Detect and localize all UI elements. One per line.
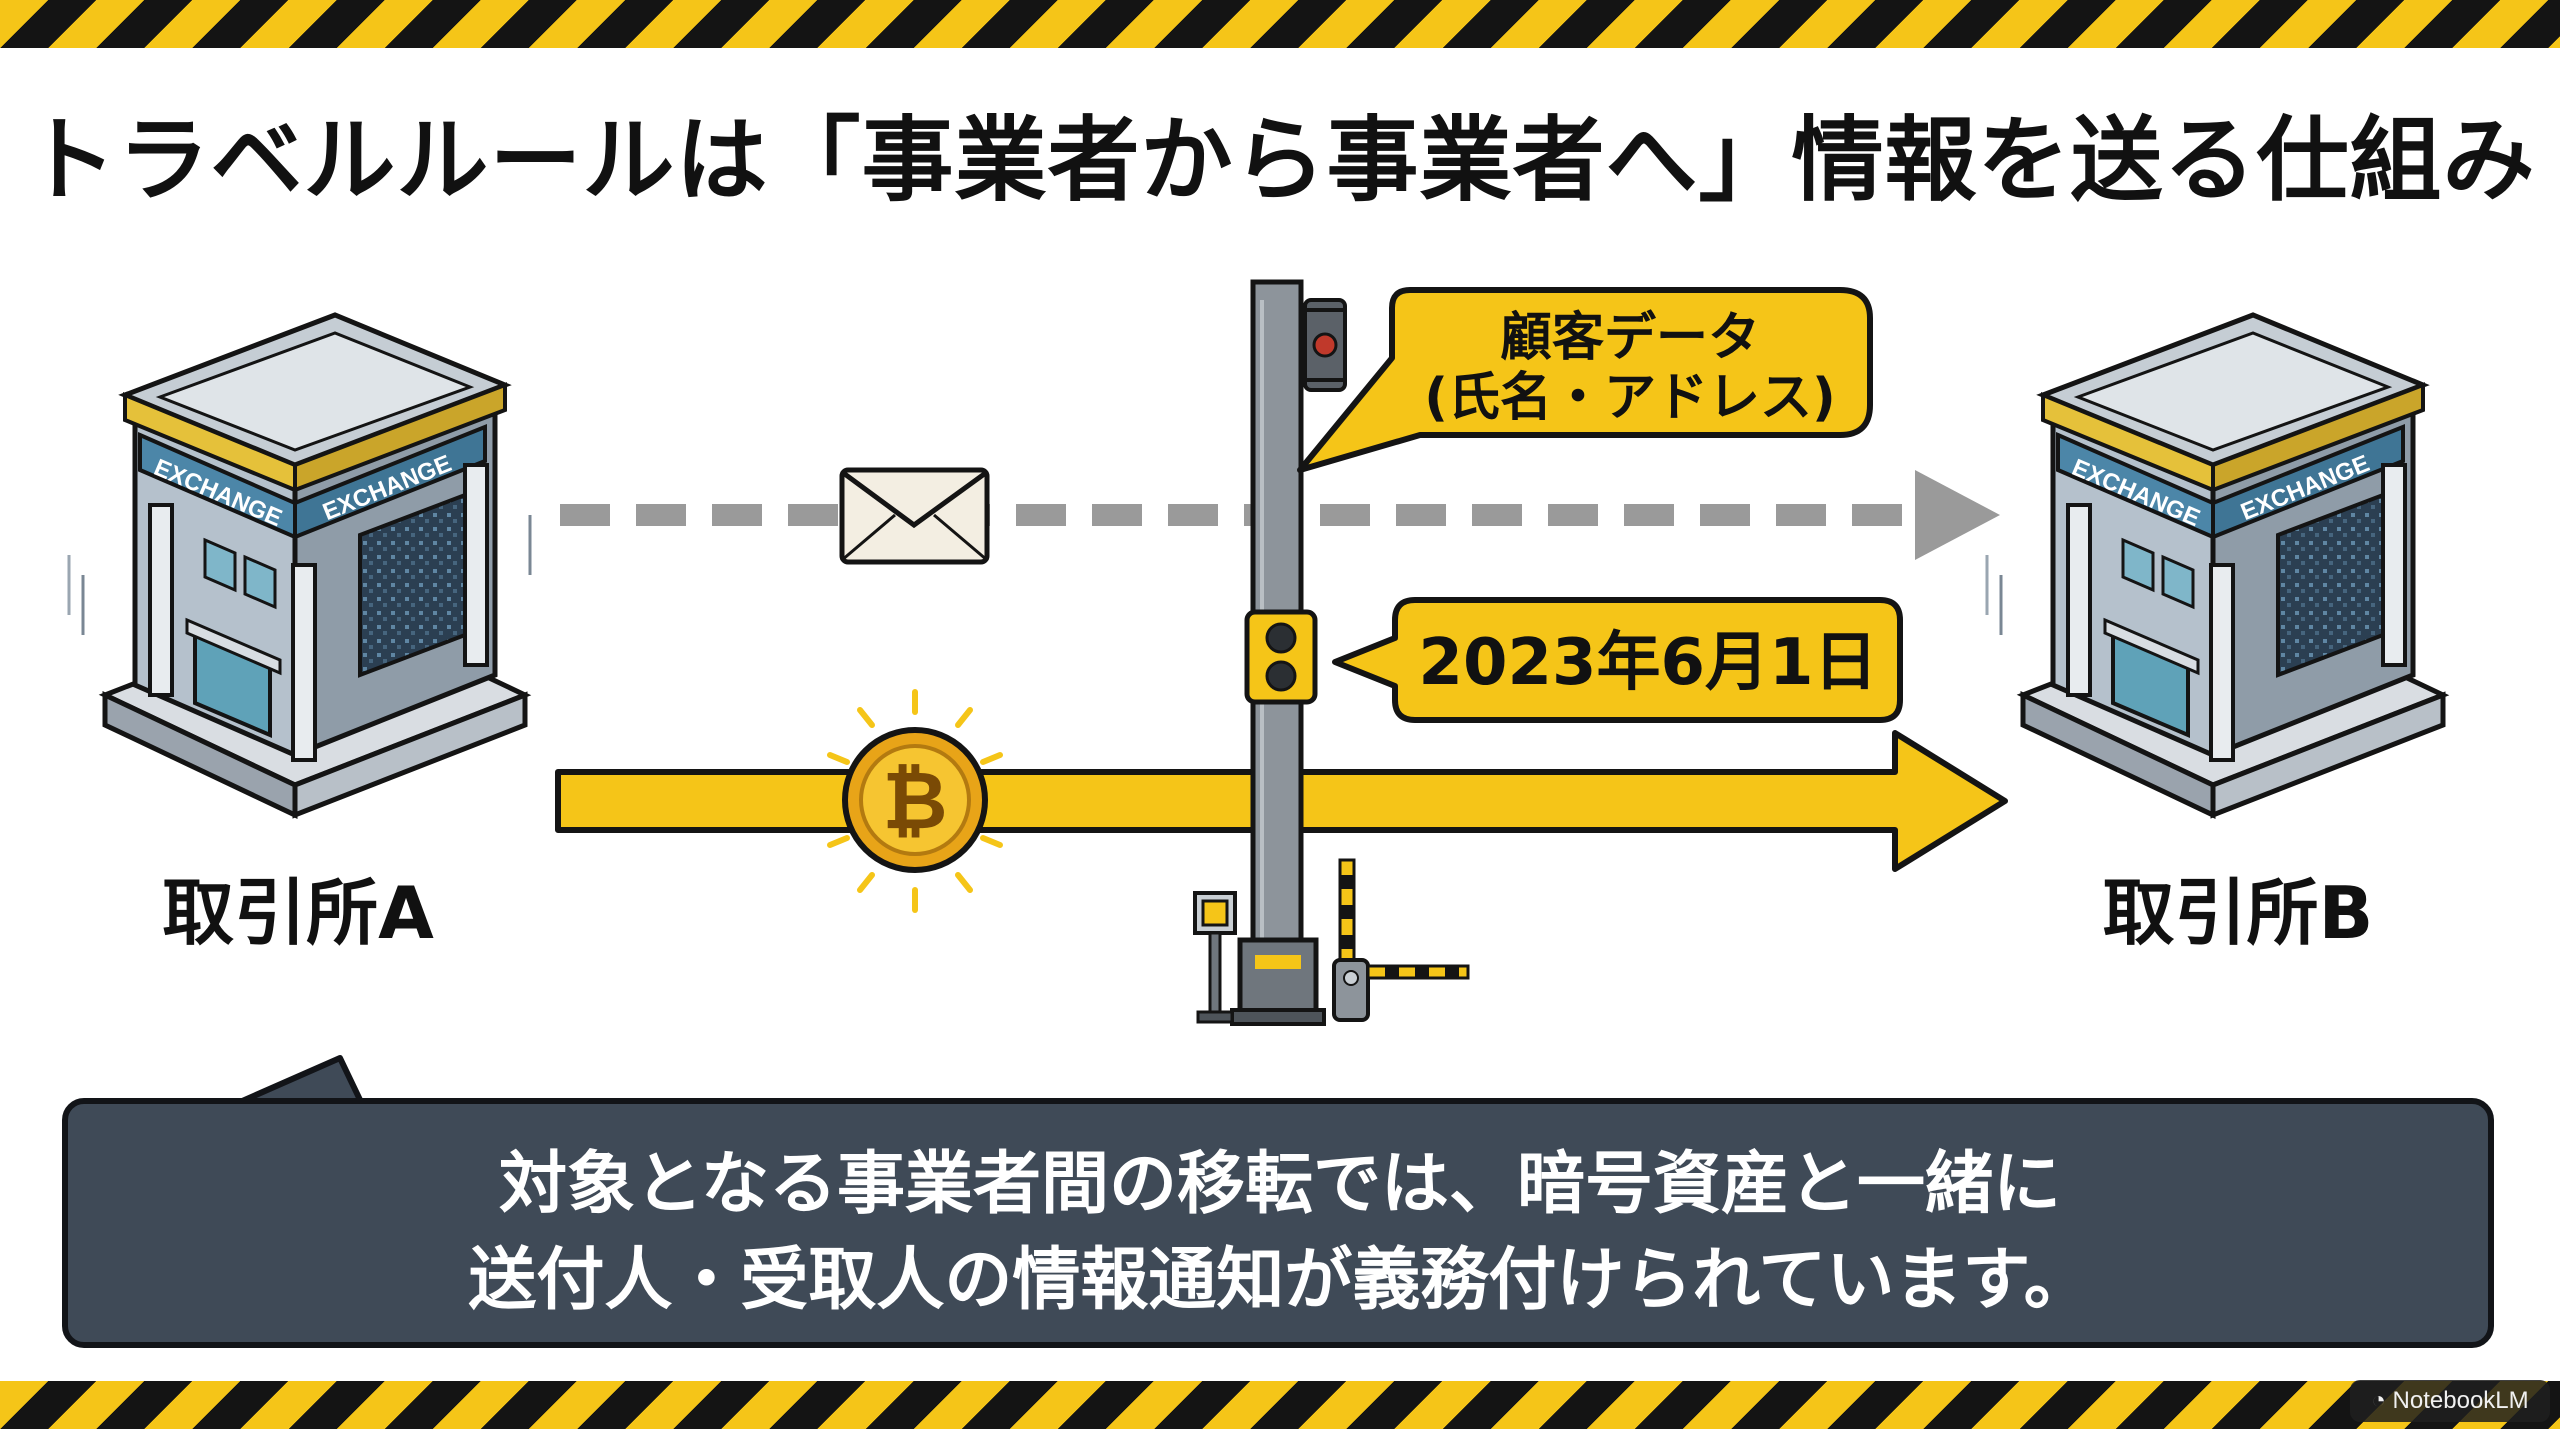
kiosk-post-icon [1193, 891, 1237, 1024]
info-dashed-arrow [560, 470, 2000, 560]
date-text: 2023年6月1日 [1418, 626, 1877, 700]
traffic-light-icon [1244, 609, 1318, 705]
caption-line-1: 対象となる事業者間の移転では、暗号資産と一緒に [499, 1145, 2061, 1224]
bitcoin-symbol: ₿ [882, 754, 947, 847]
hazard-stripe-bottom [0, 1381, 2560, 1429]
bitcoin-coin-icon: ₿ [827, 689, 1003, 913]
notebooklm-label: NotebookLM [2392, 1387, 2529, 1414]
caption-box [62, 1098, 2494, 1348]
hazard-stripe-top [0, 0, 2560, 48]
customer-data-bubble: 顧客データ (氏名・アドレス) [1297, 287, 1873, 473]
envelope-icon [839, 467, 990, 565]
barrier-gate-icon [1332, 858, 1470, 1022]
customer-data-line1: 顧客データ [1500, 308, 1760, 368]
exchange-b-label: 取引所B [2103, 871, 2374, 955]
exchange-building-icon: EXCHANGE EXCHANGE [1985, 312, 2450, 819]
caption-line-2: 送付人・受取人の情報通知が義務付けられています。 [468, 1241, 2092, 1320]
date-bubble: 2023年6月1日 [1332, 597, 1903, 723]
page-title: トラベルルールは「事業者から事業者へ」情報を送る仕組み [24, 107, 2536, 214]
notebooklm-badge: ◔ NotebookLM [2350, 1380, 2550, 1422]
notebooklm-icon: ◔ [2371, 1387, 2393, 1414]
exchange-building-icon: EXCHANGE EXCHANGE [67, 312, 532, 819]
customer-data-line2: (氏名・アドレス) [1424, 368, 1836, 428]
exchange-a-label: 取引所A [162, 871, 434, 955]
